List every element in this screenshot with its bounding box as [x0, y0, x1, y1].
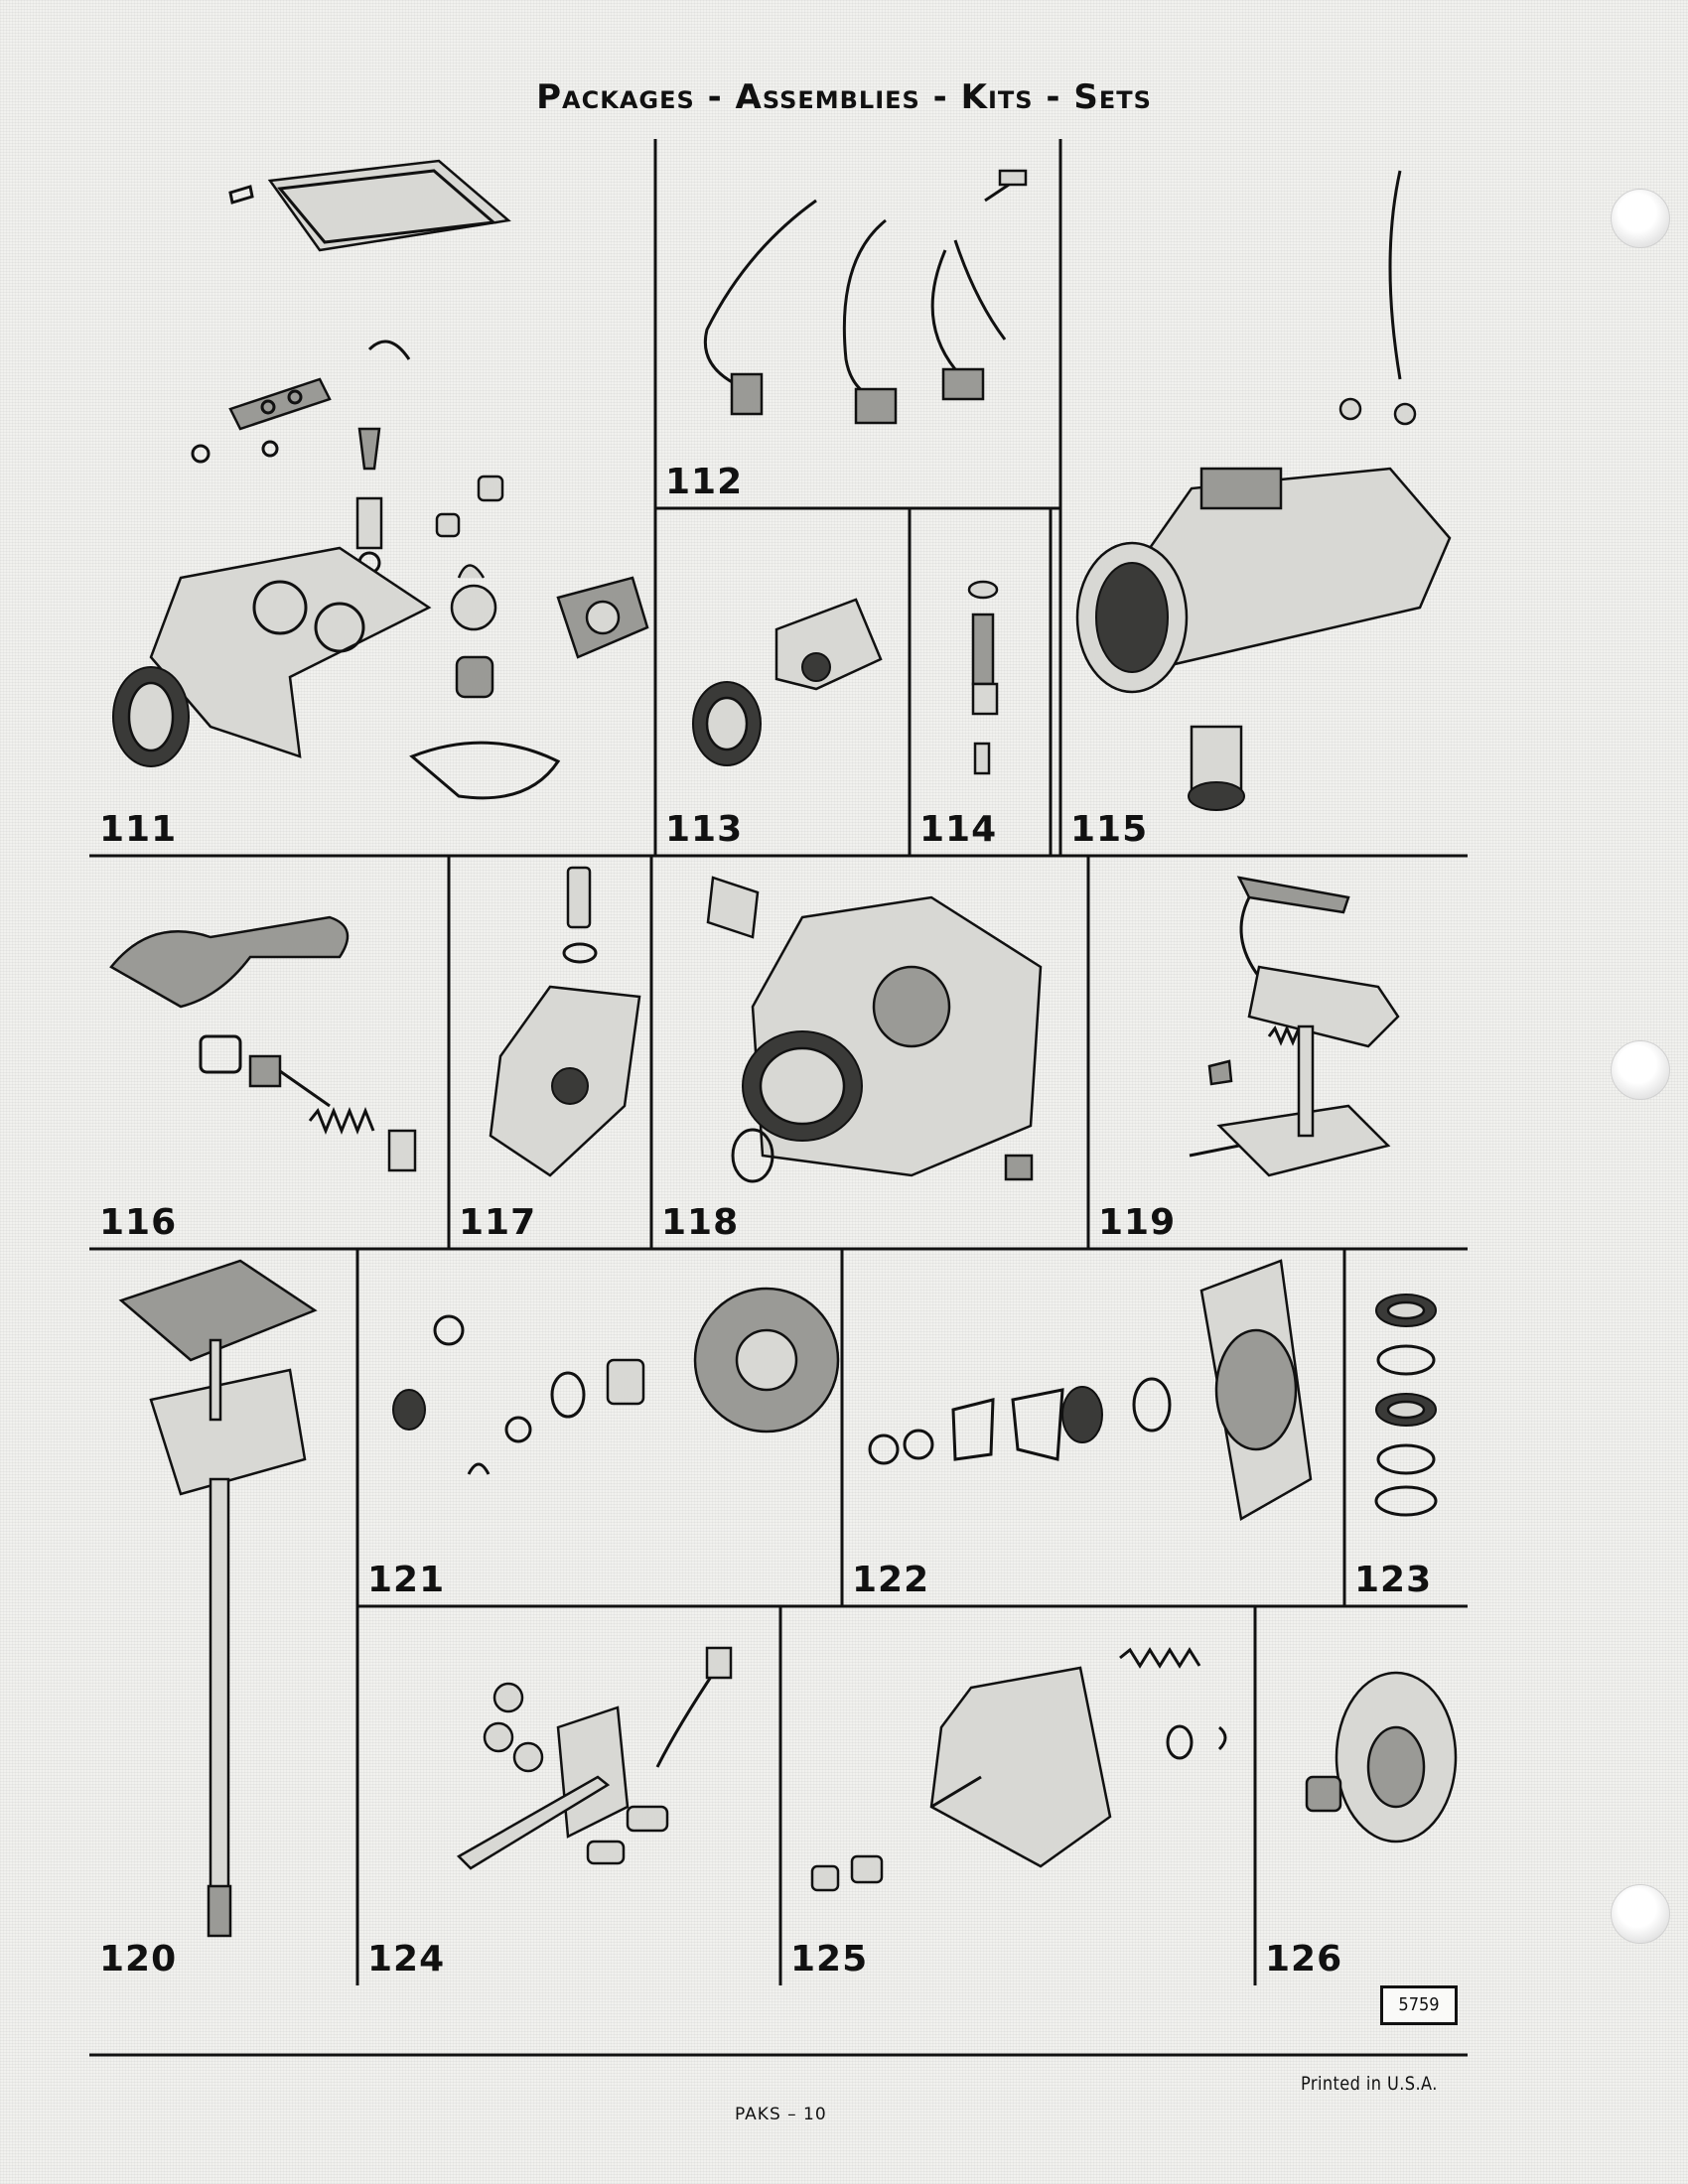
panel-label-112: 112 [665, 462, 744, 502]
carburetor-kit-exploded-icon [112, 159, 649, 800]
panel-label-116: 116 [99, 1202, 178, 1243]
panel-126: 126 [1257, 1608, 1466, 1983]
cap-and-bushing-icon [1305, 1671, 1458, 1843]
binder-hole-icon [1611, 1884, 1670, 1944]
panel-label-118: 118 [661, 1202, 740, 1243]
binder-hole-icon [1611, 189, 1670, 248]
panel-121: 121 [359, 1251, 840, 1604]
gear-housing-icon [706, 876, 1043, 1183]
seal-ring-set-icon [1374, 1294, 1438, 1517]
panel-label-123: 123 [1354, 1560, 1433, 1600]
panel-120: 120 [91, 1251, 355, 1983]
panel-label-121: 121 [367, 1560, 446, 1600]
panel-label-119: 119 [1098, 1202, 1177, 1243]
panel-label-122: 122 [852, 1560, 930, 1600]
panel-label-120: 120 [99, 1939, 178, 1979]
panel-label-111: 111 [99, 809, 178, 850]
panel-112: 112 [657, 141, 1058, 506]
panel-label-114: 114 [919, 809, 998, 850]
shaft-and-plate-icon [118, 1259, 318, 1938]
cover-and-spring-icon [810, 1647, 1227, 1892]
panel-119: 119 [1090, 858, 1466, 1247]
linkage-assembly-icon [1189, 876, 1400, 1177]
panel-label-125: 125 [790, 1939, 869, 1979]
page-title: Packages - Assemblies - Kits - Sets [536, 77, 1152, 117]
panel-label-126: 126 [1265, 1939, 1343, 1979]
panel-label-115: 115 [1070, 809, 1149, 850]
document-number-box: 5759 [1380, 1985, 1458, 2025]
panel-115: 115 [1062, 141, 1466, 854]
panel-125: 125 [782, 1608, 1253, 1983]
panel-116: 116 [91, 858, 447, 1247]
panel-117: 117 [451, 858, 649, 1247]
valve-assembly-icon [967, 580, 999, 775]
panel-122: 122 [844, 1251, 1342, 1604]
bearing-and-housing-icon [692, 598, 883, 766]
panel-123: 123 [1346, 1251, 1466, 1604]
panel-113: 113 [657, 510, 908, 854]
panel-label-124: 124 [367, 1939, 446, 1979]
flange-kit-icon [392, 1287, 840, 1475]
panel-118: 118 [653, 858, 1086, 1247]
end-plate-kit-icon [868, 1259, 1313, 1521]
bracket-housing-icon [489, 866, 641, 1177]
printed-in-notice: Printed in U.S.A. [1301, 2073, 1438, 2095]
handle-and-spring-icon [109, 915, 417, 1172]
panel-124: 124 [359, 1608, 778, 1983]
page-footer-code: PAKS – 10 [735, 2105, 827, 2124]
panel-114: 114 [912, 510, 1049, 854]
panel-label-113: 113 [665, 809, 744, 850]
wire-leads-icon [703, 169, 1028, 425]
panel-111: 111 [91, 141, 653, 854]
housing-with-tube-icon [1075, 170, 1452, 811]
panel-label-117: 117 [459, 1202, 537, 1243]
binder-hole-icon [1611, 1040, 1670, 1100]
bracket-bolt-kit-icon [456, 1646, 733, 1870]
